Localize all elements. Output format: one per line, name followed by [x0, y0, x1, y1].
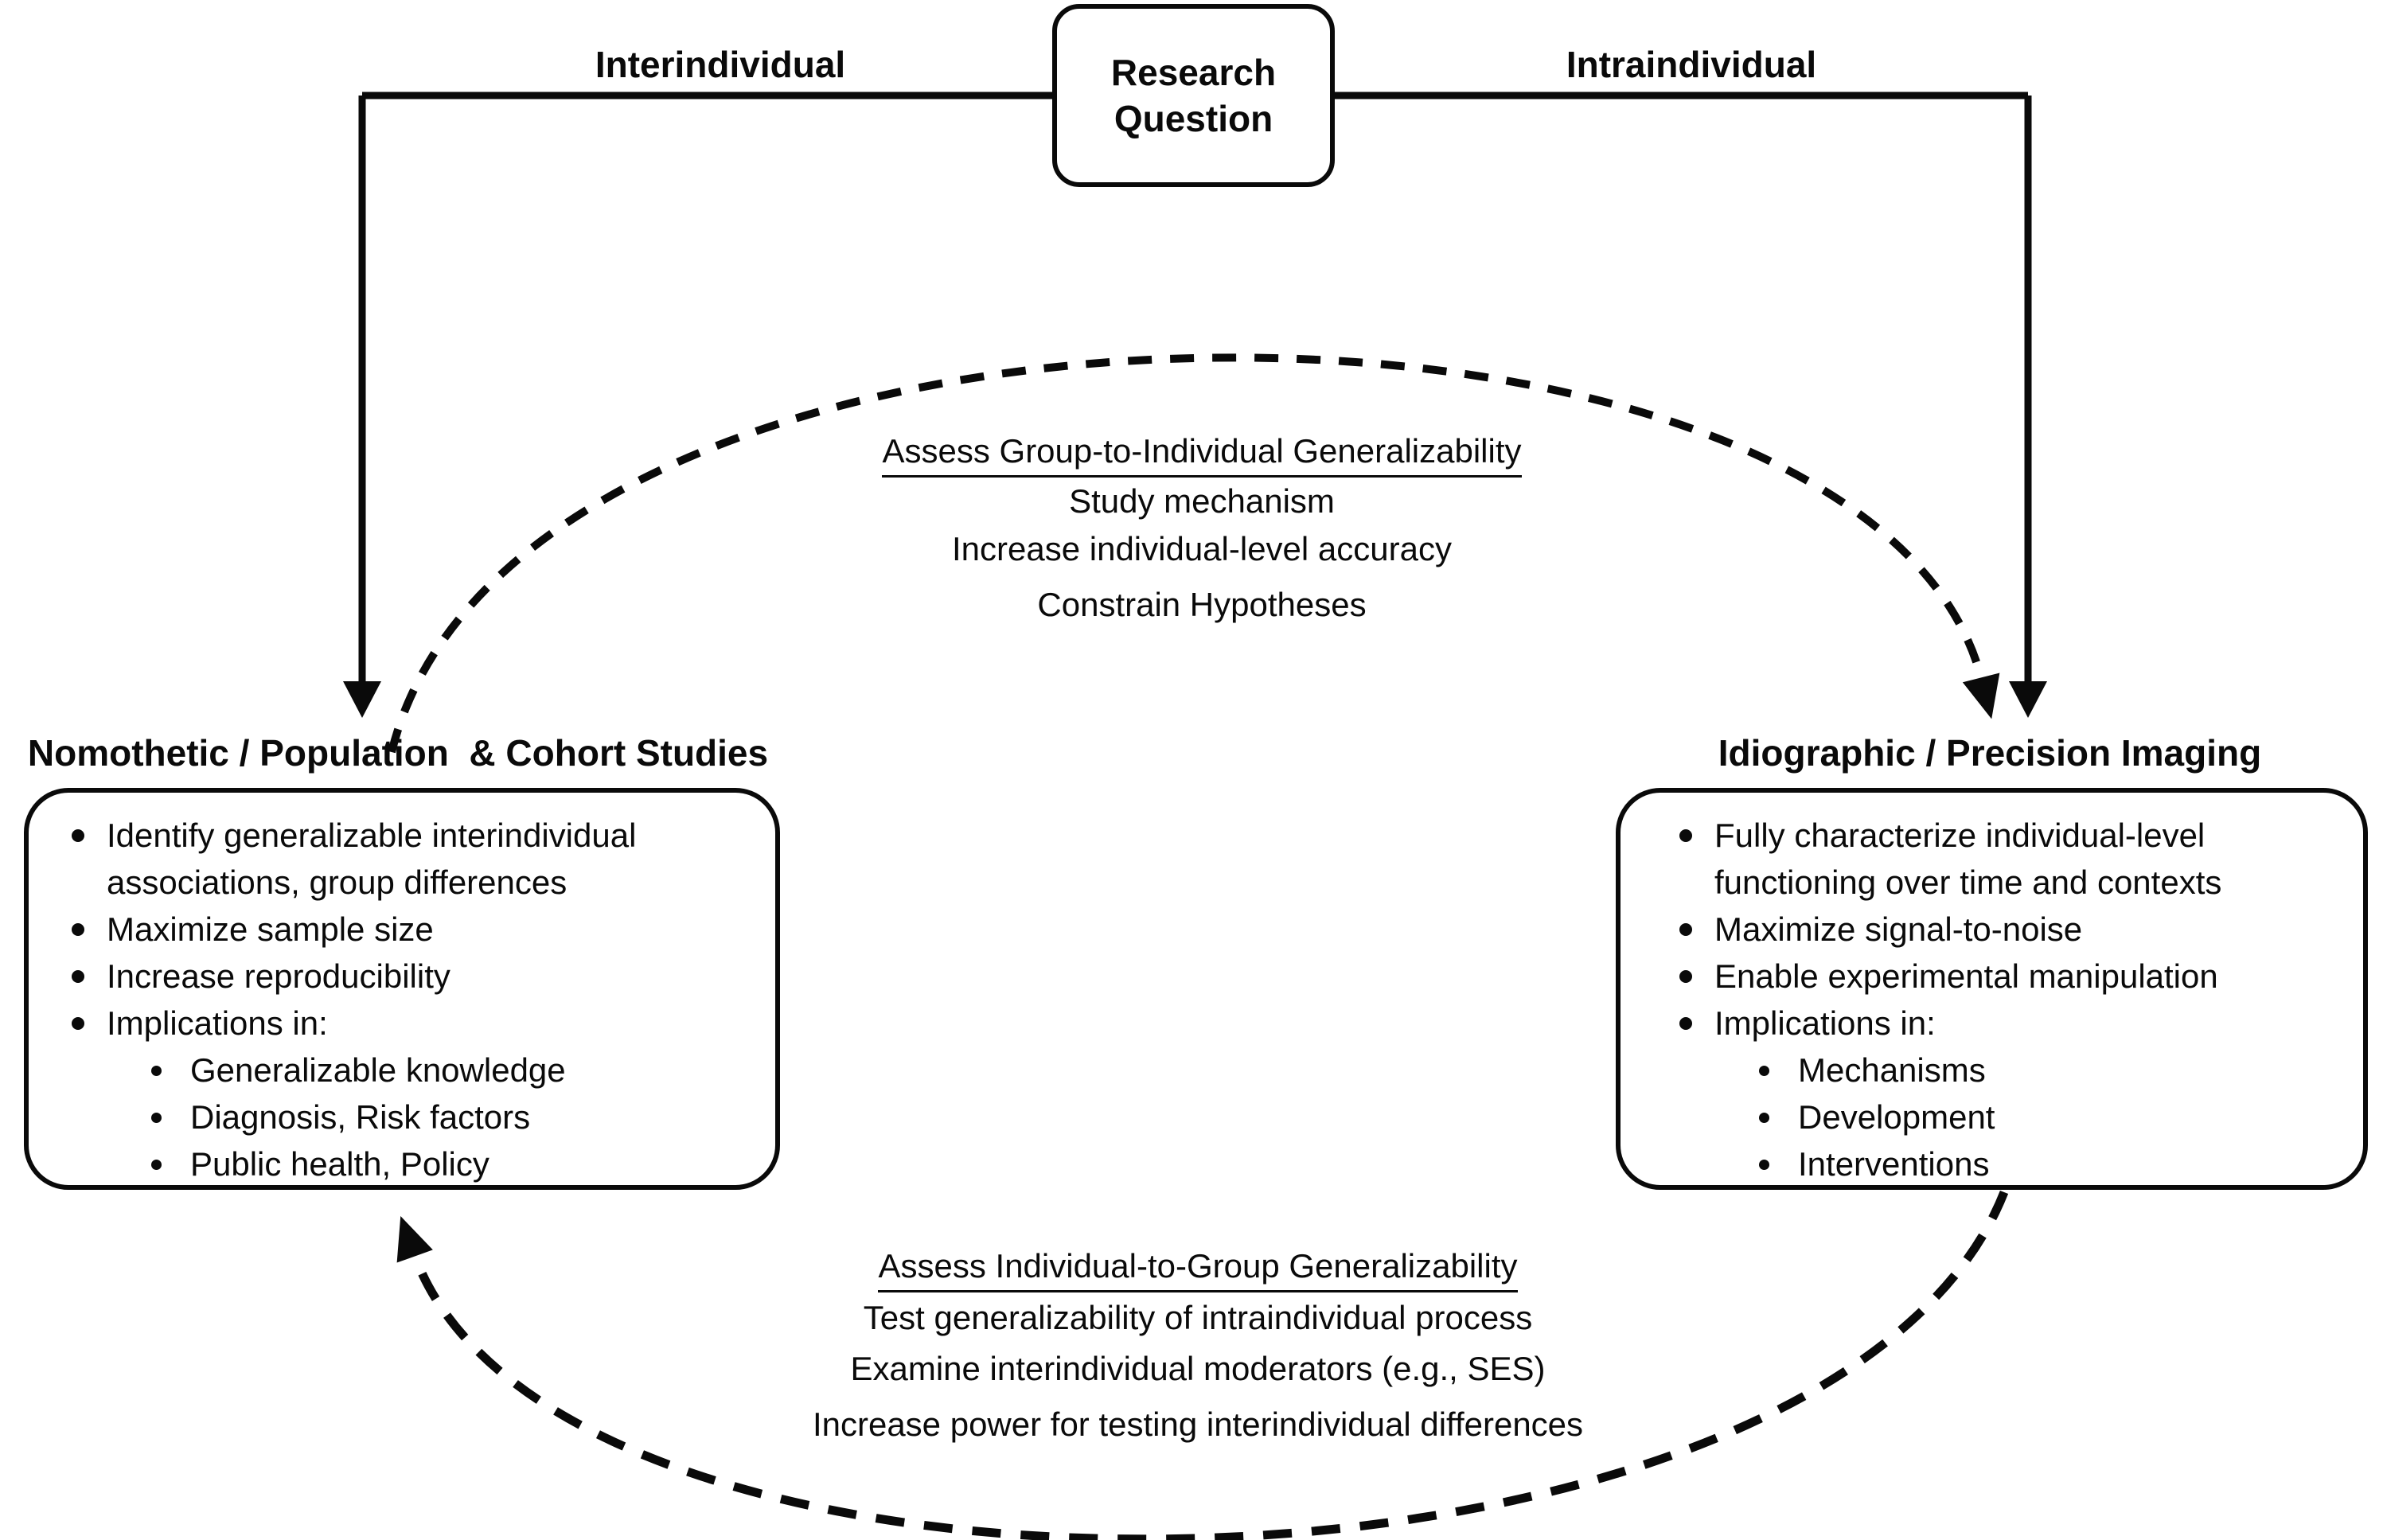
- bullet-icon: [1759, 1160, 1769, 1170]
- list-item: Identify generalizable interindividual: [60, 812, 767, 859]
- bottom-arc-lines: Test generalizability of intraindividual…: [641, 1292, 1755, 1450]
- bullet-icon: [72, 1017, 84, 1030]
- bottom-arc-annotation: Assess Individual-to-Group Generalizabil…: [641, 1243, 1755, 1450]
- left-arrowhead-icon: [343, 681, 381, 718]
- right-box-title: Idiographic / Precision Imaging: [1718, 732, 2262, 774]
- research-question-label: Research Question: [1110, 52, 1277, 139]
- list-item: Development: [1668, 1094, 2355, 1140]
- list-item-text: Identify generalizable interindividual: [107, 817, 637, 854]
- list-item: functioning over time and contexts: [1668, 859, 2355, 906]
- intraindividual-label: Intraindividual: [1566, 44, 1817, 85]
- arc-heading-row: Assess Individual-to-Group Generalizabil…: [641, 1243, 1755, 1292]
- list-item: Enable experimental manipulation: [1668, 953, 2355, 1000]
- left-box-title: Nomothetic / Population & Cohort Studies: [27, 732, 769, 774]
- bullet-icon: [72, 829, 84, 842]
- bottom-arc-heading: Assess Individual-to-Group Generalizabil…: [878, 1243, 1518, 1292]
- list-item-text: Maximize signal-to-noise: [1714, 910, 2083, 948]
- list-item-text: Development: [1798, 1098, 1995, 1136]
- top-arc-annotation: Assess Group-to-Individual Generalizabil…: [645, 428, 1759, 629]
- right-arrowhead-icon: [2009, 681, 2047, 718]
- list-item-text: functioning over time and contexts: [1714, 864, 2222, 901]
- list-item: Public health, Policy: [60, 1140, 767, 1187]
- list-item-text: Enable experimental manipulation: [1714, 957, 2218, 995]
- list-item: Increase reproducibility: [60, 953, 767, 1000]
- list-item: Diagnosis, Risk factors: [60, 1094, 767, 1140]
- list-item-text: Implications in:: [1714, 1004, 1936, 1042]
- arc-text-line: Increase power for testing interindividu…: [812, 1405, 1584, 1443]
- bullet-icon: [1679, 970, 1692, 983]
- list-item: Interventions: [1668, 1140, 2355, 1187]
- bullet-icon: [1679, 829, 1692, 842]
- arc-text-line: Test generalizability of intraindividual…: [863, 1299, 1533, 1336]
- top-arc-heading: Assess Group-to-Individual Generalizabil…: [882, 428, 1522, 478]
- bullet-icon: [151, 1160, 162, 1170]
- bullet-icon: [1759, 1066, 1769, 1076]
- bullet-icon: [72, 970, 84, 983]
- arc-heading-row: Assess Group-to-Individual Generalizabil…: [645, 428, 1759, 478]
- list-item-text: Public health, Policy: [190, 1145, 489, 1183]
- list-item-text: Generalizable knowledge: [190, 1051, 566, 1089]
- list-item-text: Maximize sample size: [107, 910, 434, 948]
- arc-text-line: Examine interindividual moderators (e.g.…: [850, 1350, 1546, 1387]
- group-to-individual-dashed-arc: [388, 353, 2000, 754]
- interindividual-label: Interindividual: [595, 44, 846, 85]
- list-item: Implications in:: [1668, 1000, 2355, 1047]
- arc-text-line: Constrain Hypotheses: [1037, 586, 1367, 623]
- list-item-text: Interventions: [1798, 1145, 1990, 1183]
- list-item-text: Implications in:: [107, 1004, 328, 1042]
- bullet-icon: [151, 1113, 162, 1123]
- nomothetic-box: Identify generalizable interindividual as…: [24, 788, 780, 1190]
- list-item: Maximize sample size: [60, 906, 767, 953]
- bullet-icon: [1759, 1113, 1769, 1123]
- list-item: Mechanisms: [1668, 1047, 2355, 1094]
- list-item-text: Diagnosis, Risk factors: [190, 1098, 531, 1136]
- list-item: Implications in:: [60, 1000, 767, 1047]
- list-item: Maximize signal-to-noise: [1668, 906, 2355, 953]
- bullet-icon: [151, 1066, 162, 1076]
- list-item-text: Increase reproducibility: [107, 957, 450, 995]
- idiographic-box: Fully characterize individual-level funct…: [1616, 788, 2368, 1190]
- bullet-icon: [1679, 1017, 1692, 1030]
- list-item: Fully characterize individual-level: [1668, 812, 2355, 859]
- research-question-node: Research Question: [1052, 4, 1335, 187]
- arc-text-line: Study mechanism: [1069, 482, 1335, 520]
- list-item: associations, group differences: [60, 859, 767, 906]
- list-item-text: associations, group differences: [107, 864, 567, 901]
- arc-text-line: Increase individual-level accuracy: [952, 530, 1452, 567]
- bullet-icon: [72, 923, 84, 936]
- list-item: Generalizable knowledge: [60, 1047, 767, 1094]
- list-item-text: Fully characterize individual-level: [1714, 817, 2206, 854]
- bullet-icon: [1679, 923, 1692, 936]
- list-item-text: Mechanisms: [1798, 1051, 1986, 1089]
